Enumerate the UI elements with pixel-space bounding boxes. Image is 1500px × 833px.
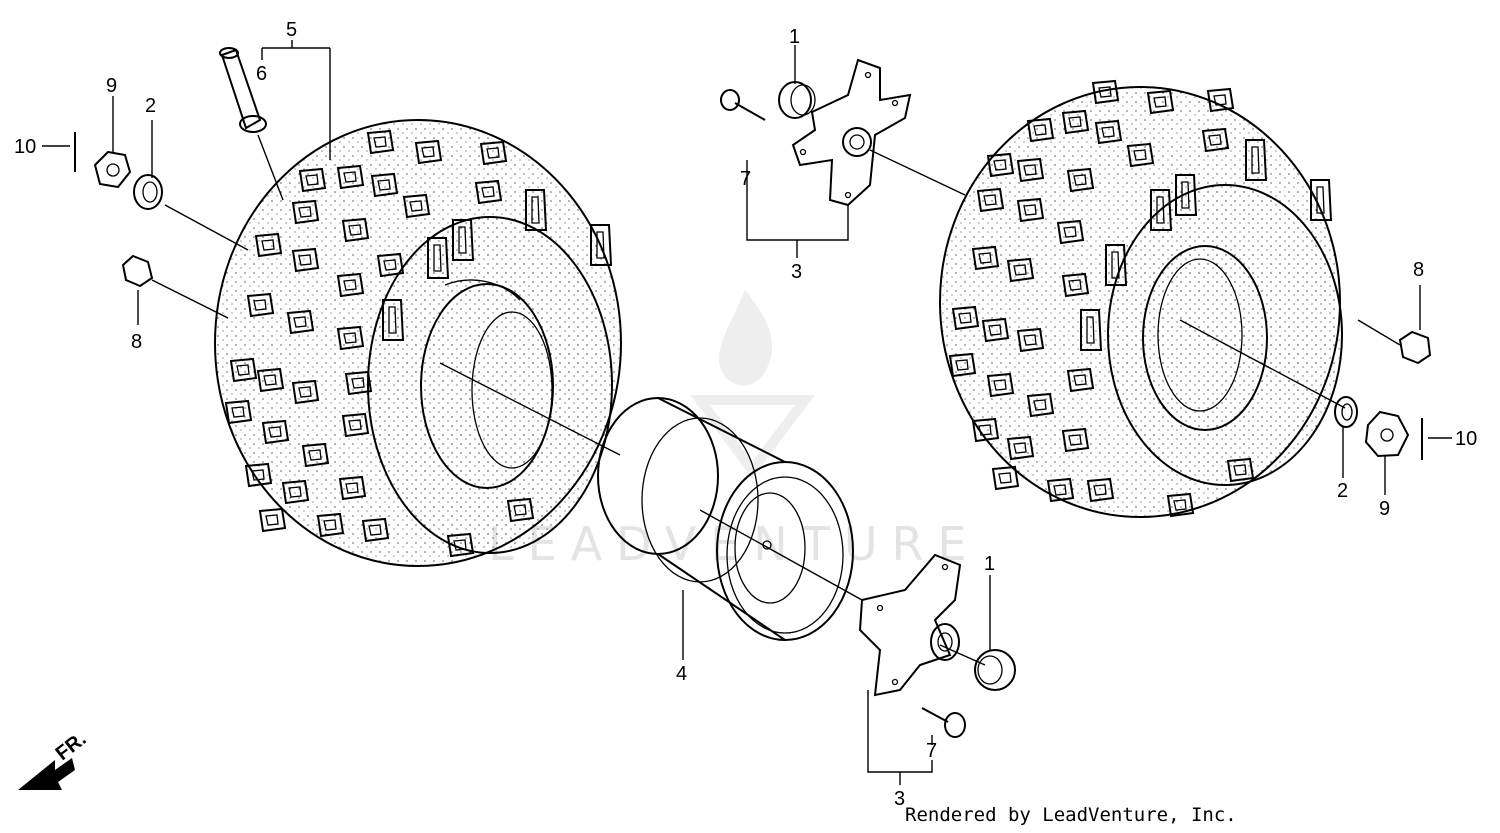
- bolt-bottom: [921, 707, 966, 738]
- part-label-valve: 6: [256, 63, 267, 85]
- flame-logo-icon: [690, 290, 816, 479]
- washer-left: [133, 174, 163, 210]
- part-label-bolt-top: 7: [740, 168, 751, 190]
- part-label-bolt-bottom: 7: [926, 740, 937, 762]
- right-tire: [939, 80, 1343, 518]
- part-label-washer-right: 2: [1337, 480, 1348, 502]
- rendered-by-credit: Rendered by LeadVenture, Inc.: [905, 804, 1237, 826]
- cap-nut-left: [121, 254, 154, 288]
- castle-nut-right: [1364, 410, 1410, 458]
- wheel-rim: [597, 397, 854, 641]
- watermark-text: LEADVENTURE: [488, 517, 981, 571]
- part-label-hub-bottom: 3: [894, 788, 905, 810]
- front-arrow-icon: [18, 758, 75, 790]
- castle-nut-left: [93, 150, 132, 189]
- front-indicator: FR.: [18, 728, 91, 790]
- part-labels: 1 1 2 2 3 3 4 5 6 7 7 8 8 9 9 10 10: [14, 19, 1477, 810]
- part-label-castle-nut-left: 9: [106, 75, 117, 97]
- bolt-top: [720, 89, 766, 121]
- bearing-bottom: [974, 649, 1016, 691]
- part-label-bearing-top: 1: [789, 26, 800, 48]
- hub-top: [791, 58, 912, 207]
- front-indicator-label: FR.: [52, 728, 91, 765]
- part-label-cap-nut-left: 8: [131, 331, 142, 353]
- part-label-washer-left: 2: [145, 95, 156, 117]
- part-label-wheel: 4: [676, 663, 687, 685]
- part-label-tire-assembly: 5: [286, 19, 297, 41]
- part-label-cotter-pin-right: 10: [1455, 428, 1477, 450]
- hub-bottom: [858, 553, 962, 697]
- part-label-cotter-pin-left: 10: [14, 136, 36, 158]
- part-label-hub-top: 3: [791, 261, 802, 283]
- valve-stem: [219, 47, 267, 133]
- left-tire: [214, 119, 622, 567]
- washer-right: [1334, 396, 1358, 428]
- part-label-cap-nut-right: 8: [1413, 259, 1424, 281]
- bearing-top: [778, 81, 816, 119]
- part-label-bearing-bottom: 1: [984, 553, 995, 575]
- leader-lines: [42, 40, 1452, 785]
- cap-nut-right: [1398, 330, 1432, 365]
- part-label-castle-nut-right: 9: [1379, 498, 1390, 520]
